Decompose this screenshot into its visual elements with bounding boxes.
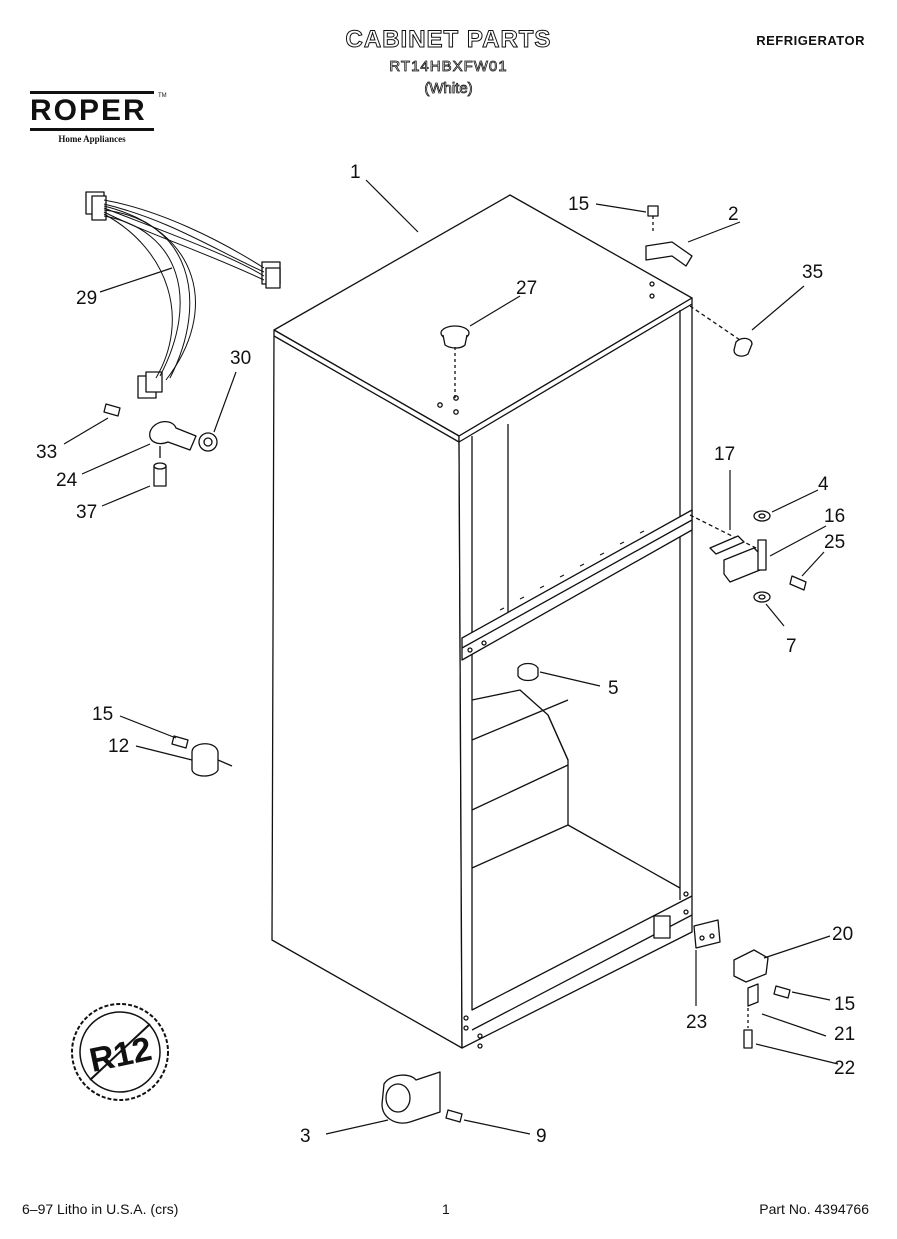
part-number: Part No. 4394766 [759, 1201, 869, 1217]
callout-37: 37 [76, 502, 97, 523]
callout-1: 1 [350, 162, 361, 183]
wire-harness [85, 191, 281, 399]
callout-17: 17 [714, 444, 735, 465]
callout-3: 3 [300, 1126, 311, 1147]
model-variant: (White) [424, 80, 473, 98]
front-roller-assembly [381, 1071, 463, 1124]
top-hinge-assembly [645, 205, 753, 357]
callout-15-bottom-hinge: 15 [834, 994, 855, 1015]
model-number: RT14HBXFW01 [389, 58, 508, 76]
leader-lines [63, 179, 839, 1135]
callout-27: 27 [516, 278, 537, 299]
logo-rule-top [30, 91, 154, 94]
brand-logo: ROPER TM Home Appliances [30, 89, 167, 144]
logo-tagline: Home Appliances [58, 134, 126, 144]
callout-29: 29 [76, 288, 97, 309]
logo-wordmark: ROPER [30, 94, 147, 127]
callout-21: 21 [834, 1024, 855, 1045]
logo-rule-bottom [30, 128, 154, 131]
bottom-hinge-assembly [693, 919, 791, 1049]
page-number: 1 [442, 1201, 450, 1217]
callout-25: 25 [824, 532, 845, 553]
center-hinge-assembly [517, 510, 807, 682]
callout-12: 12 [108, 736, 129, 757]
r12-no-cfc-badge [71, 1003, 169, 1101]
callout-33: 33 [36, 442, 57, 463]
callout-20: 20 [832, 924, 853, 945]
callout-30: 30 [230, 348, 251, 369]
logo-trademark: TM [158, 93, 167, 99]
cabinet-body [271, 194, 693, 1049]
thermostat-assembly [103, 403, 218, 487]
callout-9: 9 [536, 1126, 547, 1147]
callout-15-top-hinge: 15 [568, 194, 589, 215]
callout-15-door-stop: 15 [92, 704, 113, 725]
callout-numbers: 1 2 15 35 27 29 30 33 24 37 17 4 16 25 7… [36, 162, 855, 1147]
door-stop-assembly [171, 735, 233, 777]
callout-22: 22 [834, 1058, 855, 1079]
page-title: CABINET PARTS [345, 26, 552, 54]
category-label: REFRIGERATOR [756, 33, 865, 48]
callout-7: 7 [786, 636, 797, 657]
footer-print-info: 6–97 Litho in U.S.A. (crs) [22, 1201, 179, 1217]
callout-16: 16 [824, 506, 845, 527]
callout-4: 4 [818, 474, 829, 495]
callout-23: 23 [686, 1012, 707, 1033]
callout-24: 24 [56, 470, 78, 491]
top-plug [440, 325, 470, 398]
callout-2: 2 [728, 204, 739, 225]
callout-35: 35 [802, 262, 823, 283]
callout-5: 5 [608, 678, 619, 699]
